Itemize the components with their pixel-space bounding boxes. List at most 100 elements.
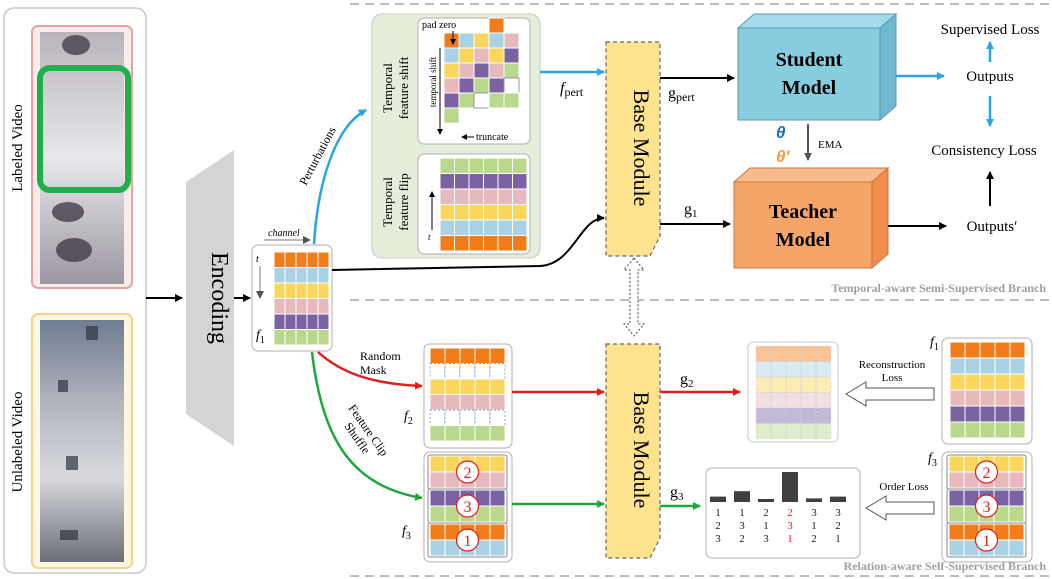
reconstructed-cell xyxy=(785,423,802,440)
shift-cell xyxy=(503,92,520,109)
order-permutation-digit: 1 xyxy=(811,520,817,532)
unlabeled-video-label: Unlabeled Video xyxy=(10,392,26,493)
f3-label: f3 xyxy=(402,524,411,542)
feature-cell xyxy=(964,389,981,407)
flip-title-2: feature flip xyxy=(396,173,411,230)
feature-cell xyxy=(489,363,506,380)
order-permutation-digit: 3 xyxy=(835,507,841,519)
labeled-video-figures xyxy=(52,35,92,262)
feature-cell xyxy=(306,329,319,346)
feature-cell xyxy=(497,219,513,236)
feature-cell xyxy=(459,347,476,364)
ema-label: EMA xyxy=(818,139,843,151)
theta-prime-label: θ′ xyxy=(776,147,790,166)
feature-cell xyxy=(497,188,513,205)
temporal-shift-label: temporal shift xyxy=(428,56,438,107)
reconstruction-loss-arrow xyxy=(845,381,935,407)
feature-cell xyxy=(459,425,476,442)
feature-cell xyxy=(949,341,966,359)
shift-cell xyxy=(473,77,490,94)
feature-cell xyxy=(474,425,491,442)
feature-cell xyxy=(994,357,1011,375)
order-permutation-digit: 2 xyxy=(763,507,769,519)
clip-cell xyxy=(948,505,965,523)
reconstructed-cell xyxy=(815,345,832,362)
clip-index-badge xyxy=(974,494,999,518)
feature-cell xyxy=(459,394,476,411)
reconstructed-cell xyxy=(755,423,772,440)
reconstructed-cell xyxy=(815,376,832,393)
order-permutation-digit: 2 xyxy=(811,533,817,545)
clip-index-badge xyxy=(974,528,999,552)
feature-cell xyxy=(429,347,446,364)
reconstructed-cell xyxy=(785,407,802,424)
shift-cell xyxy=(443,107,460,124)
outputs-label: Outputs xyxy=(966,69,1014,85)
feature-cell xyxy=(454,173,470,190)
clip-index-badge xyxy=(455,528,480,552)
random-mask-label-1: Random xyxy=(360,349,401,363)
shift-cell xyxy=(473,92,490,109)
target-f3-label: f3 xyxy=(928,451,937,469)
feature-cell xyxy=(439,219,455,236)
fpert-label: fpert xyxy=(560,80,584,99)
clip-cell xyxy=(489,471,506,489)
feature-cell xyxy=(1009,389,1026,407)
feature-cell xyxy=(468,204,484,221)
reconstructed-feature-grid xyxy=(755,345,832,440)
feature-cell xyxy=(964,357,981,375)
feature-cell xyxy=(454,219,470,236)
feature-cell xyxy=(512,173,528,190)
feature-cell xyxy=(949,357,966,375)
feature-cell xyxy=(284,313,297,330)
clip-cell xyxy=(429,471,446,489)
supervised-loss-label: Supervised Loss xyxy=(941,22,1040,38)
order-permutation-digit: 3 xyxy=(787,520,793,532)
student-model-label-1: Student xyxy=(776,49,843,71)
feature-cell xyxy=(489,394,506,411)
feature-cell xyxy=(468,219,484,236)
feature-cell xyxy=(284,267,297,284)
feature-cell xyxy=(468,173,484,190)
consistency-loss-label: Consistency Loss xyxy=(931,143,1037,159)
clip-cell xyxy=(1008,505,1025,523)
clip-index-badge xyxy=(455,494,480,518)
highlight-ring xyxy=(37,65,131,193)
feature-cell xyxy=(306,251,319,268)
order-loss-arrow xyxy=(865,495,935,521)
feature-cell xyxy=(949,373,966,391)
reconstructed-cell xyxy=(755,392,772,409)
feature-cell xyxy=(497,204,513,221)
feature-cell xyxy=(483,188,499,205)
reconstructed-cell xyxy=(815,407,832,424)
shift-cell xyxy=(503,77,520,94)
feature-cell xyxy=(295,298,308,315)
clip-cell xyxy=(1008,489,1025,507)
teacher-model xyxy=(732,166,890,270)
random-mask-label-2: Mask xyxy=(360,363,387,377)
shared-weights-arrow xyxy=(622,257,646,337)
feature-cell xyxy=(459,378,476,395)
feature-cell xyxy=(483,235,499,252)
target-f1-label: f1 xyxy=(930,335,939,353)
order-table-container xyxy=(705,467,861,559)
reconstructed-cell xyxy=(815,361,832,378)
outputs-prime-label: Outputs′ xyxy=(967,219,1018,235)
shift-cell xyxy=(488,62,505,79)
g3-label: g3 xyxy=(670,484,684,503)
feature-cell xyxy=(454,204,470,221)
gpert-label: gpert xyxy=(668,85,695,104)
order-permutation-digit: 2 xyxy=(835,520,841,532)
order-permutation-digit: 3 xyxy=(763,533,769,545)
reconstructed-cell xyxy=(800,423,817,440)
shift-cell xyxy=(473,32,490,49)
reconstructed-cell xyxy=(800,392,817,409)
clip-cell xyxy=(489,455,506,473)
feature-cell xyxy=(439,157,455,174)
shift-cell xyxy=(443,77,460,94)
truncated-cell xyxy=(444,113,459,123)
feature-cell xyxy=(284,282,297,299)
feature-cell xyxy=(474,347,491,364)
shift-cell xyxy=(458,32,475,49)
